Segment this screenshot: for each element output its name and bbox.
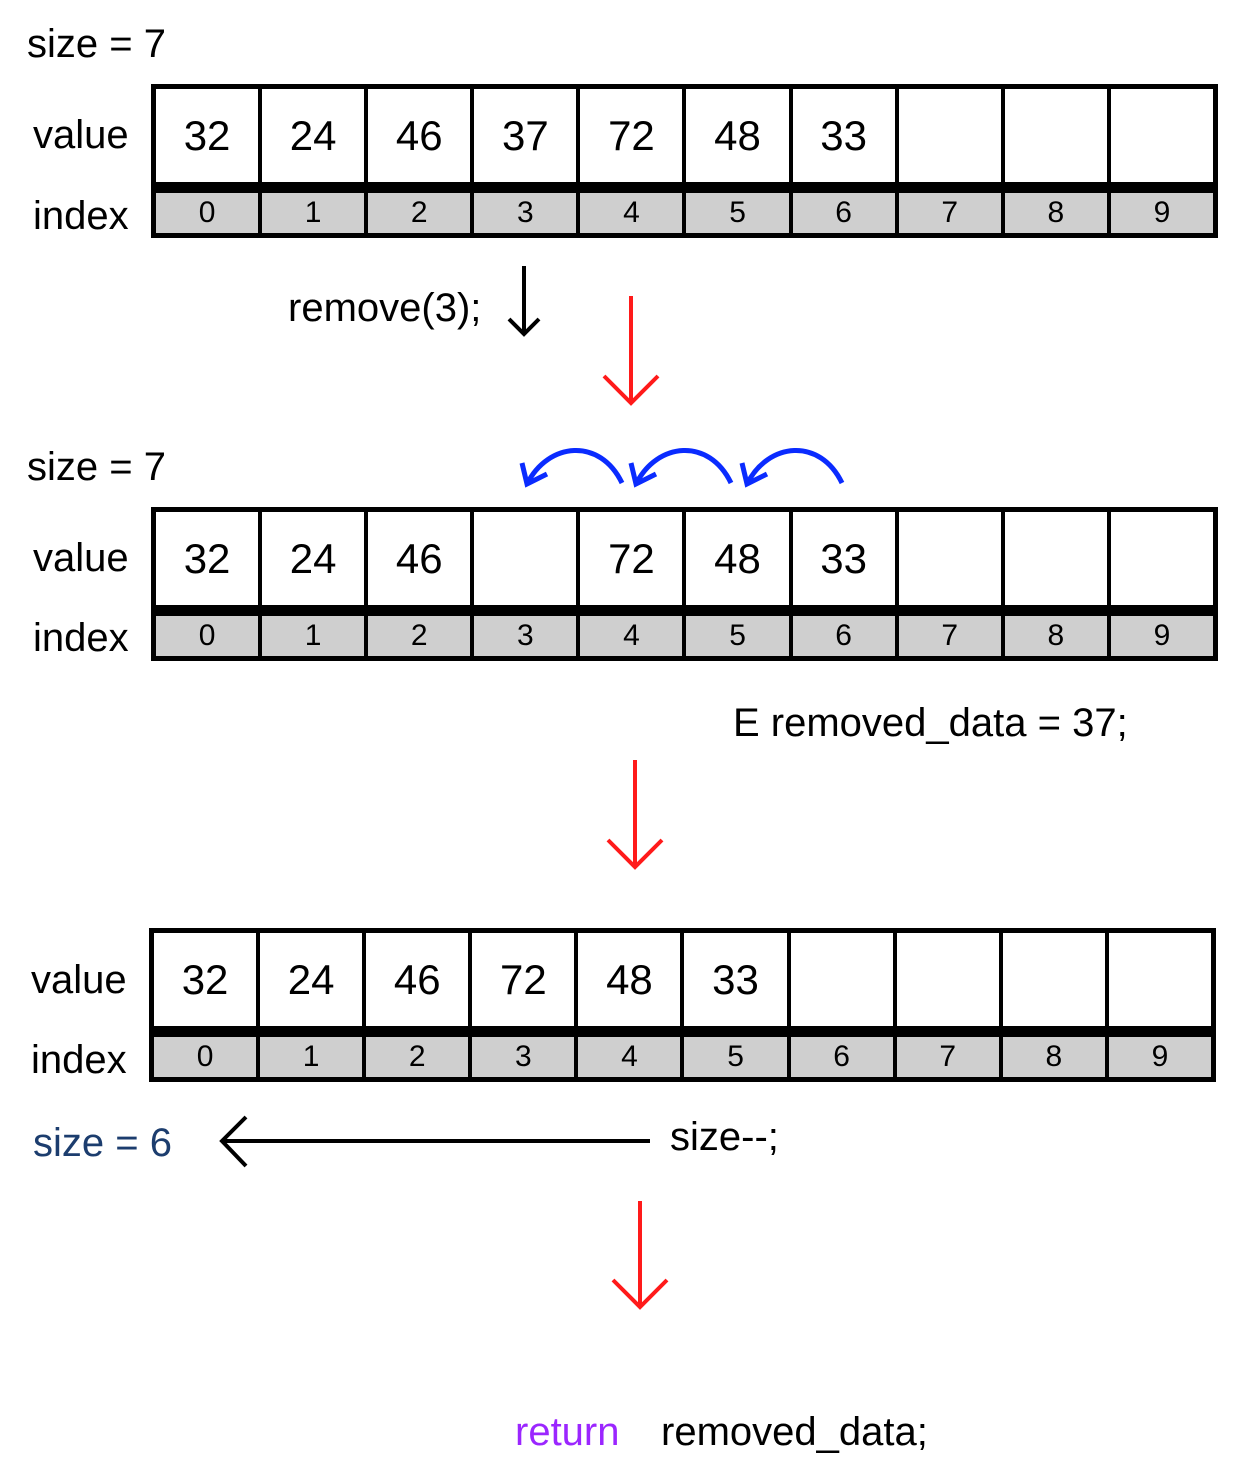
array-3-value-cell: 33	[684, 933, 787, 1026]
array-3-value-cell	[1002, 933, 1105, 1026]
array-1-value-cell: 33	[792, 89, 895, 182]
array-3-value-cell: 32	[154, 933, 257, 1026]
array-3-index-cell: 1	[260, 1037, 363, 1077]
array-1-value-cell: 32	[156, 89, 259, 182]
array-1-value-cell	[1004, 89, 1107, 182]
step-arrow-1	[602, 296, 660, 406]
array-3-value-cell: 48	[578, 933, 681, 1026]
size-decrement-arrow	[219, 1115, 650, 1168]
remove-call-arrow	[507, 266, 541, 337]
array-1-value-cell	[898, 89, 1001, 182]
array-2-index-cell: 2	[368, 616, 471, 656]
array-2-value-cell	[474, 512, 577, 605]
array-2-index-cell: 3	[474, 616, 577, 656]
value-label-1: value	[33, 113, 129, 157]
array-1-index-cell: 8	[1004, 193, 1107, 233]
array-3-index-cell: 8	[1002, 1037, 1105, 1077]
value-label-3: value	[31, 958, 127, 1002]
array-2-index-cell: 8	[1004, 616, 1107, 656]
array-1-index-cell: 5	[686, 193, 789, 233]
array-1-index-cell: 7	[898, 193, 1001, 233]
remove-call: remove(3);	[288, 286, 482, 330]
array-1-value-cell: 72	[580, 89, 683, 182]
shift-arrow-72	[519, 448, 625, 488]
array-2-index-cell: 7	[898, 616, 1001, 656]
array-2-value-cell: 24	[262, 512, 365, 605]
size-label-1: size = 7	[27, 22, 166, 66]
array-2-index-cell: 9	[1110, 616, 1213, 656]
array-3-index-cell: 9	[1108, 1037, 1211, 1077]
array-2-value-cell: 32	[156, 512, 259, 605]
array-3-index-cell: 4	[578, 1037, 681, 1077]
array-3-value-cell: 72	[472, 933, 575, 1026]
index-label-1: index	[33, 194, 129, 238]
array-1-value-cell	[1110, 89, 1213, 182]
shift-arrow-33	[739, 448, 845, 488]
array-1-index-cell: 2	[368, 193, 471, 233]
array-2-index-cell: 5	[686, 616, 789, 656]
array-2-value-cell: 33	[792, 512, 895, 605]
index-label-3: index	[31, 1038, 127, 1082]
array-3-index-cell: 7	[896, 1037, 999, 1077]
array-1-value-cell: 37	[474, 89, 577, 182]
size-label-after: size = 6	[33, 1121, 172, 1165]
array-3-index-cell: 0	[154, 1037, 257, 1077]
array-3-value-cell	[896, 933, 999, 1026]
removed-data-assignment: E removed_data = 37;	[733, 701, 1128, 745]
size-decrement: size--;	[670, 1115, 779, 1159]
array-3-index-cell: 5	[684, 1037, 787, 1077]
array-1-index-cell: 4	[580, 193, 683, 233]
array-2-index-cell: 0	[156, 616, 259, 656]
array-2-value-cell: 48	[686, 512, 789, 605]
array-2-index-cell: 6	[792, 616, 895, 656]
array-3-value-cell: 46	[366, 933, 469, 1026]
array-3-value-cell	[1108, 933, 1211, 1026]
array-1-value-cell: 48	[686, 89, 789, 182]
array-3-value-cell: 24	[260, 933, 363, 1026]
step-arrow-2	[606, 760, 664, 870]
array-2-value-cell	[1110, 512, 1213, 605]
array-2-value-cell	[898, 512, 1001, 605]
shift-arrow-48	[628, 448, 734, 488]
array-1-index-cell: 0	[156, 193, 259, 233]
array-1-index-cell: 6	[792, 193, 895, 233]
array-2-index-cell: 4	[580, 616, 683, 656]
array-1-value-cell: 24	[262, 89, 365, 182]
array-3-index-cell: 6	[790, 1037, 893, 1077]
value-label-2: value	[33, 536, 129, 580]
array-1-value-cell: 46	[368, 89, 471, 182]
array-2-index-cell: 1	[262, 616, 365, 656]
array-2-value-cell: 72	[580, 512, 683, 605]
array-3-index-cell: 3	[472, 1037, 575, 1077]
return-value: removed_data;	[661, 1410, 928, 1454]
array-1-index-cell: 3	[474, 193, 577, 233]
index-label-2: index	[33, 616, 129, 660]
array-2-value-cell: 46	[368, 512, 471, 605]
array-1-index-cell: 9	[1110, 193, 1213, 233]
array-1-index-cell: 1	[262, 193, 365, 233]
array-3-index-cell: 2	[366, 1037, 469, 1077]
array-3-value-cell	[790, 933, 893, 1026]
step-arrow-3	[611, 1201, 669, 1310]
return-keyword: return	[515, 1410, 620, 1454]
array-2-value-cell	[1004, 512, 1107, 605]
size-label-2: size = 7	[27, 445, 166, 489]
